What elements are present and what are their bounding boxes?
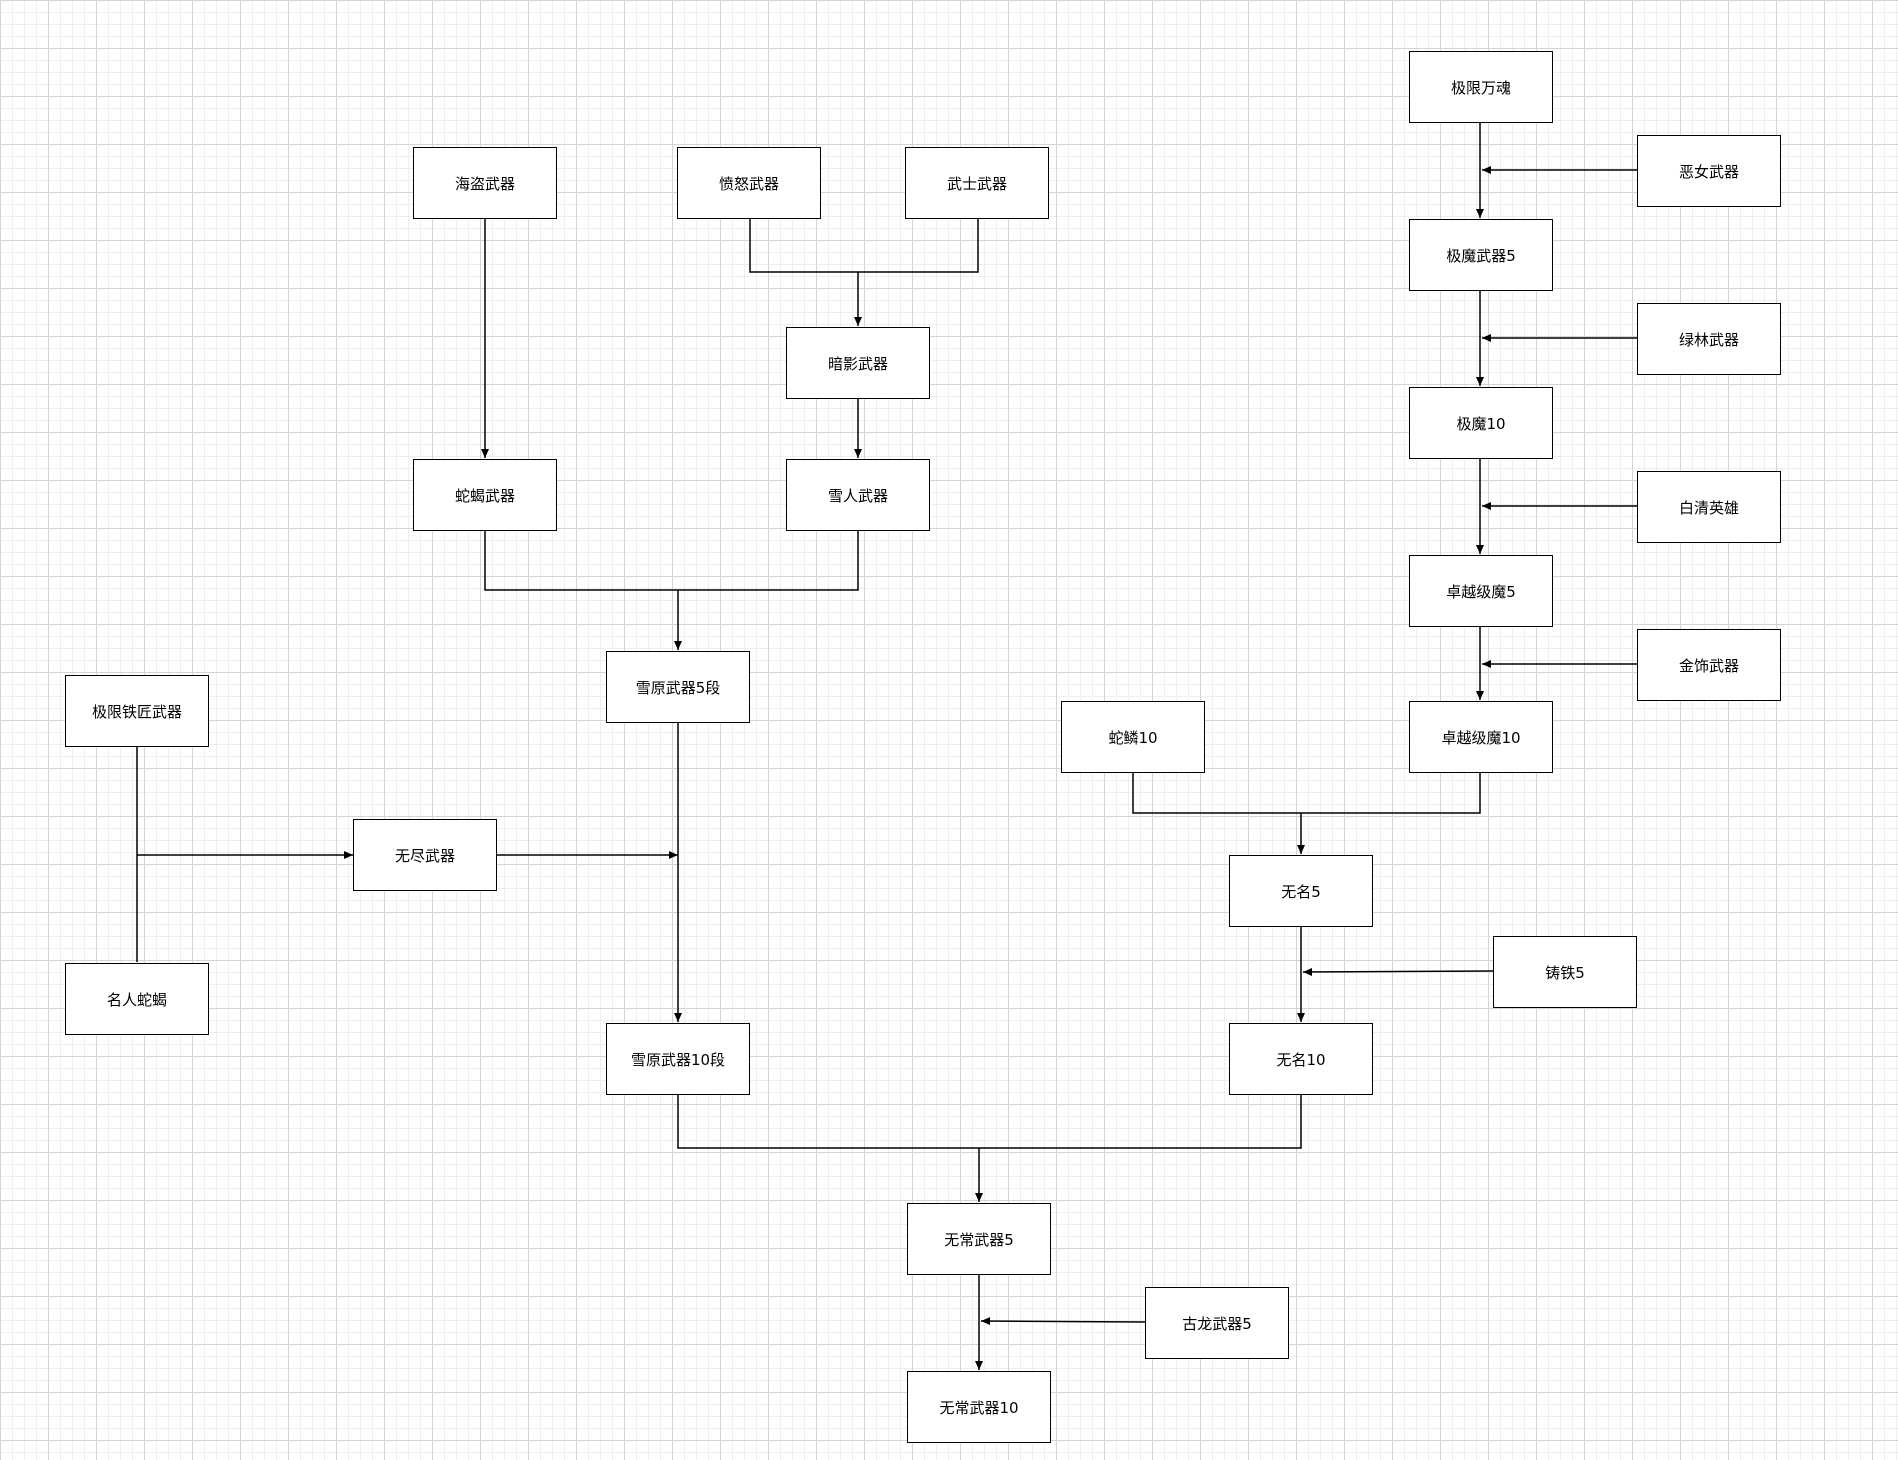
node-baiqing[interactable]: 白清英雄 xyxy=(1637,471,1781,543)
node-xueyuan5[interactable]: 雪原武器5段 xyxy=(606,651,750,723)
node-wujin[interactable]: 无尽武器 xyxy=(353,819,497,891)
node-wuming10[interactable]: 无名10 xyxy=(1229,1023,1373,1095)
node-shelin10[interactable]: 蛇鳞10 xyxy=(1061,701,1205,773)
node-jimo10[interactable]: 极魔10 xyxy=(1409,387,1553,459)
node-gulong5[interactable]: 古龙武器5 xyxy=(1145,1287,1289,1359)
edge-fennu-junction xyxy=(749,219,979,273)
node-jinshi[interactable]: 金饰武器 xyxy=(1637,629,1781,701)
node-xueyuan10[interactable]: 雪原武器10段 xyxy=(606,1023,750,1095)
node-fennu[interactable]: 愤怒武器 xyxy=(677,147,821,219)
node-jimo5[interactable]: 极魔武器5 xyxy=(1409,219,1553,291)
edge-gulong-chain xyxy=(980,1317,1146,1326)
node-wushi[interactable]: 武士武器 xyxy=(905,147,1049,219)
node-shexie[interactable]: 蛇蝎武器 xyxy=(413,459,557,531)
node-jixian-tiejiang[interactable]: 极限铁匠武器 xyxy=(65,675,209,747)
node-zhuoyue5[interactable]: 卓越级魔5 xyxy=(1409,555,1553,627)
node-enu[interactable]: 恶女武器 xyxy=(1637,135,1781,207)
node-xueren[interactable]: 雪人武器 xyxy=(786,459,930,531)
node-jixian-wanhun[interactable]: 极限万魂 xyxy=(1409,51,1553,123)
node-anying[interactable]: 暗影武器 xyxy=(786,327,930,399)
edge-shexie-xueren-junction xyxy=(484,531,859,591)
node-zhutie5[interactable]: 铸铁5 xyxy=(1493,936,1637,1008)
edge-xueyuan10-wuming10-junction xyxy=(677,1095,1302,1149)
node-mingren-shexie[interactable]: 名人蛇蝎 xyxy=(65,963,209,1035)
node-wuchang10[interactable]: 无常武器10 xyxy=(907,1371,1051,1443)
node-zhuoyue10[interactable]: 卓越级魔10 xyxy=(1409,701,1553,773)
node-wuchang5[interactable]: 无常武器5 xyxy=(907,1203,1051,1275)
node-haidao[interactable]: 海盗武器 xyxy=(413,147,557,219)
node-lulin[interactable]: 绿林武器 xyxy=(1637,303,1781,375)
edge-zhutie-chain xyxy=(1302,967,1494,976)
edge-shelin-zhuoyue-junction xyxy=(1132,773,1481,814)
node-wuming5[interactable]: 无名5 xyxy=(1229,855,1373,927)
